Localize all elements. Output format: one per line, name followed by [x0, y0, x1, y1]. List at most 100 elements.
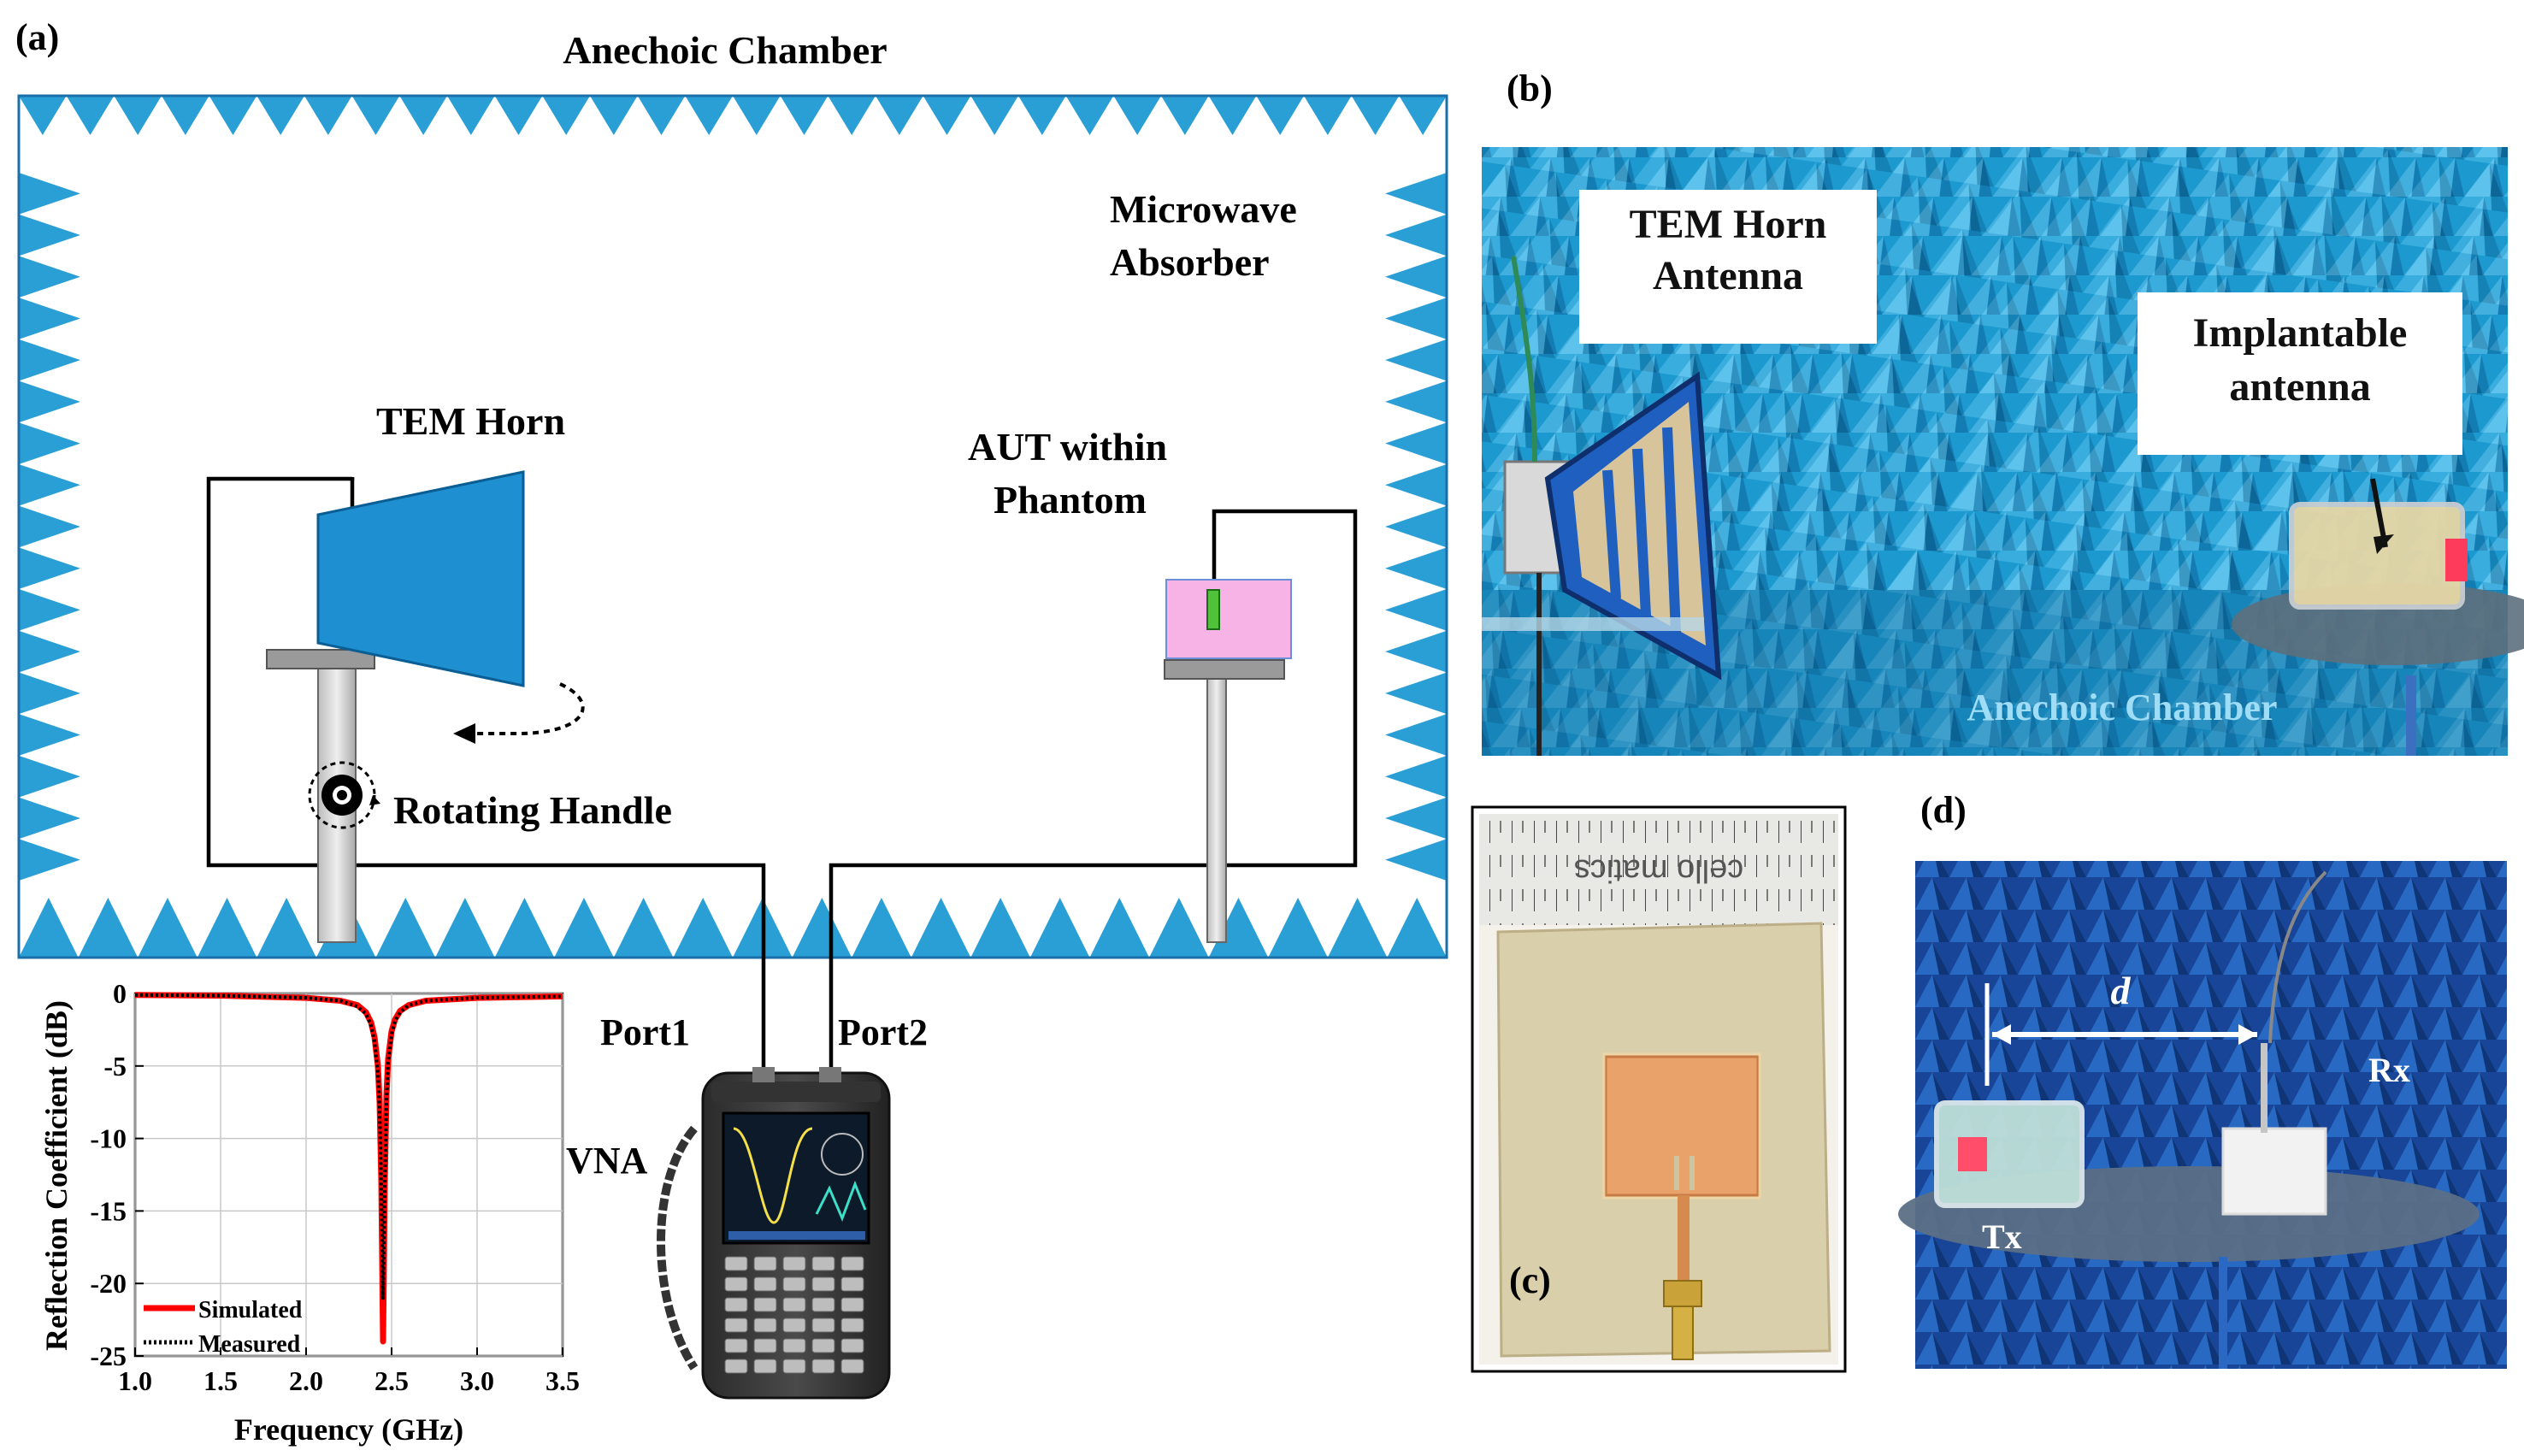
aut-platform	[1164, 659, 1285, 680]
phantom-box	[1165, 579, 1292, 659]
absorber-cone-top	[876, 96, 923, 135]
absorber-cone-bottom	[138, 898, 198, 958]
absorber-cone-right	[1385, 839, 1447, 881]
absorber-cone-right	[1385, 463, 1447, 506]
absorber-cone-bottom	[613, 898, 674, 958]
callout-tem-horn-box	[1579, 190, 1877, 344]
tem-horn-assembly	[266, 470, 585, 943]
absorber-cone-bottom	[1029, 898, 1090, 958]
vna-key	[724, 1297, 748, 1312]
vna-key	[811, 1317, 835, 1333]
absorber-cone-left	[19, 797, 80, 840]
absorber-cone-top	[257, 96, 304, 135]
panel-label-c: (c)	[1509, 1259, 1551, 1301]
port1-label: Port1	[600, 1011, 690, 1053]
absorber-cone-bottom	[1268, 898, 1328, 958]
x-tick-label: 3.0	[460, 1365, 494, 1396]
rx-label: Rx	[2368, 1051, 2410, 1089]
absorber-cone-top	[494, 96, 543, 135]
absorber-cone-bottom	[1327, 898, 1388, 958]
y-axis-label: Reflection Coefficient (dB)	[39, 1000, 74, 1351]
absorber-cone-bottom	[1089, 898, 1150, 958]
absorber-cone-top	[970, 96, 1018, 135]
absorber-cone-bottom	[1149, 898, 1209, 958]
port2-label: Port2	[838, 1011, 928, 1053]
absorber-cone-bottom	[19, 898, 79, 958]
absorber-cone-top	[1208, 96, 1257, 135]
chart-series	[134, 992, 563, 1345]
vna-key	[753, 1256, 777, 1271]
absorber-cone-bottom	[197, 898, 257, 958]
vna-key	[782, 1256, 806, 1271]
y-tick-labels: 0-5-10-15-20-25	[90, 978, 127, 1371]
vna-key	[753, 1338, 777, 1353]
vna-key	[753, 1297, 777, 1312]
radiating-patch-icon	[1604, 1055, 1760, 1197]
absorber-cone-top	[637, 96, 686, 135]
absorber-cone-right	[1385, 339, 1447, 381]
absorber-cone-top	[733, 96, 781, 135]
absorber-cone-left	[19, 339, 80, 381]
tx-label: Tx	[1982, 1217, 2022, 1256]
tem-horn-label: TEM Horn	[376, 399, 565, 443]
absorber-label-line2: Absorber	[1110, 240, 1270, 284]
absorber-cone-bottom	[1387, 898, 1447, 958]
absorber-cone-top	[399, 96, 447, 135]
y-tick-label: -5	[103, 1051, 127, 1082]
absorber-cone-bottom	[792, 898, 852, 958]
vna-key	[811, 1359, 835, 1374]
vna-key	[840, 1256, 864, 1271]
vna-key	[782, 1276, 806, 1292]
horn-platform	[266, 649, 375, 669]
absorber-cone-right	[1385, 755, 1447, 798]
photo-c-fabricated-antenna: cello matics	[1471, 805, 1847, 1373]
microwave-absorber-walls	[19, 96, 1447, 958]
absorber-cone-left	[19, 173, 80, 215]
vna-key	[782, 1338, 806, 1353]
aut-antenna-icon	[1206, 589, 1220, 630]
ruler-brand-text: cello matics	[1574, 852, 1744, 888]
photo-b-chamber-caption: Anechoic Chamber	[1967, 687, 2278, 728]
x-tick-label: 1.0	[118, 1365, 152, 1396]
absorber-cone-left	[19, 422, 80, 464]
y-tick-label: -15	[90, 1195, 127, 1226]
vna-key	[724, 1256, 748, 1271]
chamber-title: Anechoic Chamber	[563, 28, 887, 72]
series-line-measured	[134, 993, 563, 1300]
x-tick-label: 2.5	[374, 1365, 409, 1396]
callout-tem-horn-line2: Antenna	[1653, 253, 1803, 298]
y-tick-label: 0	[113, 978, 127, 1009]
absorber-cone-right	[1385, 672, 1447, 715]
vna-key	[753, 1276, 777, 1292]
aut-label-line2: Phantom	[994, 478, 1147, 522]
vna-keypad	[724, 1256, 864, 1374]
absorber-cone-right	[1385, 422, 1447, 464]
x-tick-label: 1.5	[203, 1365, 238, 1396]
vna-key	[782, 1359, 806, 1374]
absorber-cone-right	[1385, 298, 1447, 339]
absorber-cone-right	[1385, 547, 1447, 590]
absorber-cone-top	[1065, 96, 1114, 135]
panel-label-b: (b)	[1507, 68, 1553, 109]
absorber-cone-bottom	[494, 898, 555, 958]
callout-implant-line2: antenna	[2229, 364, 2370, 410]
vna-key	[811, 1256, 835, 1271]
y-tick-label: -20	[90, 1268, 127, 1299]
absorber-cone-right	[1385, 173, 1447, 215]
distance-d-label: d	[2111, 969, 2132, 1012]
photo-d-link-setup	[1898, 861, 2507, 1369]
absorber-cone-right	[1385, 214, 1447, 256]
ruler	[1479, 814, 1838, 925]
absorber-cone-top	[590, 96, 638, 135]
absorber-cone-bottom	[375, 898, 436, 958]
vna-key	[782, 1297, 806, 1312]
absorber-cone-top	[351, 96, 400, 135]
y-tick-label: -10	[90, 1123, 127, 1154]
absorber-cone-top	[66, 96, 115, 135]
absorber-cone-bottom	[554, 898, 614, 958]
absorber-cone-left	[19, 755, 80, 798]
vna-key	[724, 1359, 748, 1374]
absorber-label-line1: Microwave	[1110, 187, 1297, 231]
